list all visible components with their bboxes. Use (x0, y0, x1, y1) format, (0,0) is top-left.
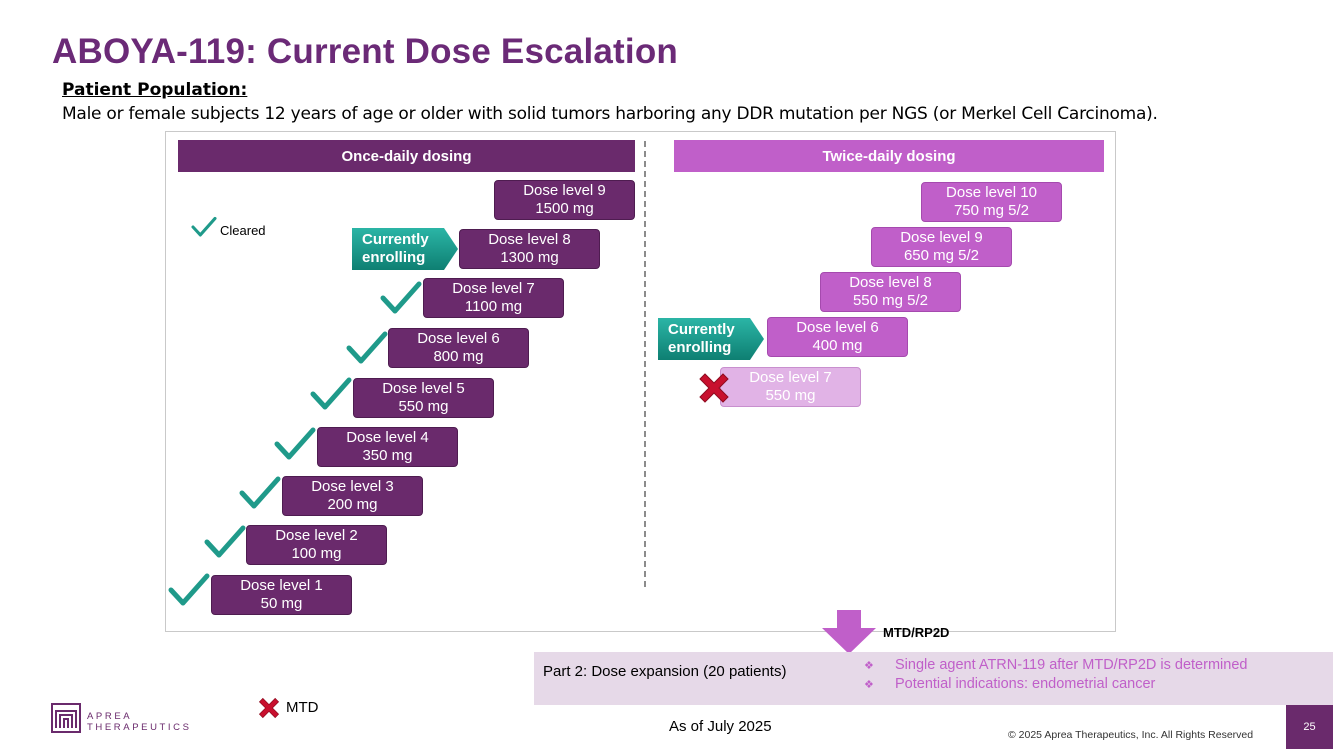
enrolling-label-twice: Currently enrolling (668, 321, 735, 357)
dose-level-name: Dose level 9 (900, 229, 983, 246)
column-divider (644, 141, 646, 587)
dose-level-name: Dose level 7 (452, 280, 535, 297)
check-icon (168, 573, 210, 606)
logo-line: THERAPEUTICS (87, 722, 192, 733)
once-dose-level-1: Dose level 1 50 mg (211, 575, 352, 615)
dose-level-name: Dose level 10 (946, 184, 1037, 201)
population-heading: Patient Population: (62, 80, 248, 100)
once-dose-level-8: Dose level 8 1300 mg (459, 229, 600, 269)
diamond-bullet-icon: ❖ (864, 679, 874, 691)
enrolling-arrow-icon (352, 228, 458, 270)
dose-amount: 550 mg (398, 398, 449, 415)
dose-expansion-label: Part 2: Dose expansion (20 patients) (543, 663, 787, 680)
dose-level-name: Dose level 8 (849, 274, 932, 291)
check-icon (204, 525, 246, 558)
dose-level-name: Dose level 6 (417, 330, 500, 347)
twice-dose-level-7: Dose level 7 550 mg (720, 367, 861, 407)
legend-cleared-label: Cleared (220, 223, 266, 238)
check-icon (380, 281, 422, 314)
enrolling-line: enrolling (668, 339, 732, 356)
once-dose-level-9: Dose level 9 1500 mg (494, 180, 635, 220)
dose-amount: 1100 mg (464, 298, 523, 315)
dose-amount: 800 mg (433, 348, 484, 365)
dose-amount: 1500 mg (535, 200, 594, 217)
expansion-bullet-text: Potential indications: endometrial cance… (895, 676, 1156, 692)
once-dose-level-3: Dose level 3 200 mg (282, 476, 423, 516)
dose-level-name: Dose level 2 (275, 527, 358, 544)
page-number: 25 (1286, 705, 1333, 749)
legend-mtd-label: MTD (286, 699, 319, 716)
twice-dose-level-8: Dose level 8 550 mg 5/2 (820, 272, 961, 312)
population-text: Male or female subjects 12 years of age … (62, 104, 1158, 124)
dose-level-name: Dose level 9 (523, 182, 606, 199)
once-dose-level-4: Dose level 4 350 mg (317, 427, 458, 467)
enrolling-line: Currently (668, 321, 735, 338)
enrolling-label-once: Currently enrolling (362, 231, 429, 267)
once-dose-level-6: Dose level 6 800 mg (388, 328, 529, 368)
dose-level-name: Dose level 3 (311, 478, 394, 495)
check-icon (346, 331, 388, 364)
dose-amount: 650 mg 5/2 (903, 247, 980, 264)
diamond-bullet-icon: ❖ (864, 660, 874, 672)
mtd-legend-x-icon (258, 697, 280, 719)
once-dose-level-5: Dose level 5 550 mg (353, 378, 494, 418)
down-arrow-icon (822, 610, 876, 654)
dose-level-name: Dose level 7 (749, 369, 832, 386)
once-dose-level-7: Dose level 7 1100 mg (423, 278, 564, 318)
expansion-bullet: ❖ Potential indications: endometrial canc… (864, 676, 1155, 692)
dose-expansion-bar (534, 652, 1333, 705)
dose-amount: 200 mg (327, 496, 378, 513)
dose-level-name: Dose level 5 (382, 380, 465, 397)
dose-amount: 50 mg (260, 595, 303, 612)
check-icon (274, 427, 316, 460)
mtd-x-icon (699, 373, 729, 403)
logo-line: APREA (87, 711, 133, 722)
dose-level-name: Dose level 8 (488, 231, 571, 248)
twice-dose-level-6: Dose level 6 400 mg (767, 317, 908, 357)
dose-level-name: Dose level 6 (796, 319, 879, 336)
twice-dose-level-10: Dose level 10 750 mg 5/2 (921, 182, 1062, 222)
expansion-bullet: ❖ Single agent ATRN-119 after MTD/RP2D is… (864, 657, 1247, 673)
check-icon (310, 377, 352, 410)
twice-dose-level-9: Dose level 9 650 mg 5/2 (871, 227, 1012, 267)
check-icon (191, 216, 217, 237)
expansion-bullet-text: Single agent ATRN-119 after MTD/RP2D is … (895, 657, 1248, 673)
mtd-rp2d-label: MTD/RP2D (883, 625, 950, 640)
logo-wordmark: APREA THERAPEUTICS (87, 711, 192, 733)
once-daily-header: Once-daily dosing (178, 140, 635, 172)
aprea-logo-icon (51, 703, 81, 733)
as-of-date: As of July 2025 (669, 718, 772, 735)
dose-amount: 1300 mg (500, 249, 559, 266)
once-dose-level-2: Dose level 2 100 mg (246, 525, 387, 565)
dose-level-name: Dose level 1 (240, 577, 323, 594)
check-icon (239, 476, 281, 509)
twice-daily-header: Twice-daily dosing (674, 140, 1104, 172)
dose-amount: 100 mg (291, 545, 342, 562)
diagram-frame (165, 131, 1116, 632)
page-title: ABOYA-119: Current Dose Escalation (52, 32, 678, 71)
dose-amount: 750 mg 5/2 (953, 202, 1030, 219)
enrolling-line: enrolling (362, 249, 426, 266)
enrolling-arrow-icon (658, 318, 764, 360)
dose-amount: 350 mg (362, 447, 413, 464)
enrolling-line: Currently (362, 231, 429, 248)
dose-amount: 400 mg (812, 337, 863, 354)
dose-amount: 550 mg (765, 387, 816, 404)
dose-amount: 550 mg 5/2 (852, 292, 929, 309)
dose-level-name: Dose level 4 (346, 429, 429, 446)
copyright-text: © 2025 Aprea Therapeutics, Inc. All Righ… (1008, 729, 1254, 741)
